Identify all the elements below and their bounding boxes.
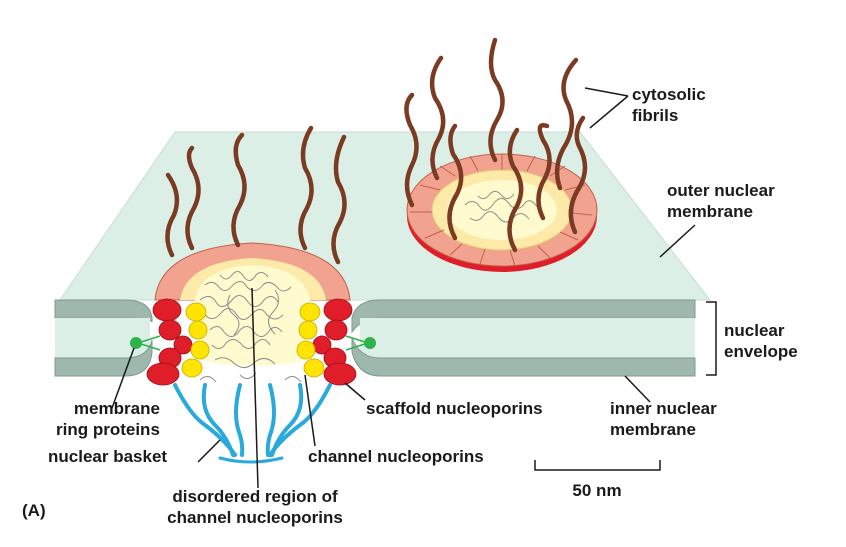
channel-nucleoporins-label: channel nucleoporins (308, 447, 484, 466)
inner-membrane-slab-right (351, 337, 696, 377)
cytosolic-fibrils-side-pore (165, 125, 347, 265)
panel-label: (A) (22, 501, 46, 520)
perinuclear-space-right (360, 318, 695, 358)
inner-nuclear-membrane-label: inner nuclear membrane (610, 399, 717, 439)
membrane-ring-proteins-label: membrane ring proteins (56, 399, 160, 439)
scaffold-nucleoporins-left (146, 298, 193, 386)
channel-nucleoporins-left (181, 302, 210, 378)
nuclear-basket-label: nuclear basket (48, 447, 168, 466)
nuclear-basket (173, 383, 332, 464)
outer-nuclear-membrane-label: outer nuclear membrane (667, 181, 775, 221)
leader-lines (111, 87, 717, 489)
pore-top-view (406, 153, 598, 272)
scaffold-nucleoporins-right (312, 298, 357, 386)
membrane-ring-proteins (130, 335, 376, 351)
scale-bar-label: 50 nm (572, 481, 622, 500)
cytosolic-fibrils-top-pore (404, 37, 588, 253)
channel-nucleoporins-right (296, 302, 325, 378)
scaffold-nucleoporins-label: scaffold nucleoporins (366, 399, 543, 418)
outer-nuclear-membrane-plane (59, 131, 712, 301)
disordered-region-label: disordered region of channel nucleoporin… (167, 487, 343, 527)
cytosolic-fibrils-label: cytosolic fibrils (632, 85, 706, 125)
pore-cross-section (130, 242, 376, 464)
nuclear-envelope-label: nuclear envelope (724, 321, 798, 361)
